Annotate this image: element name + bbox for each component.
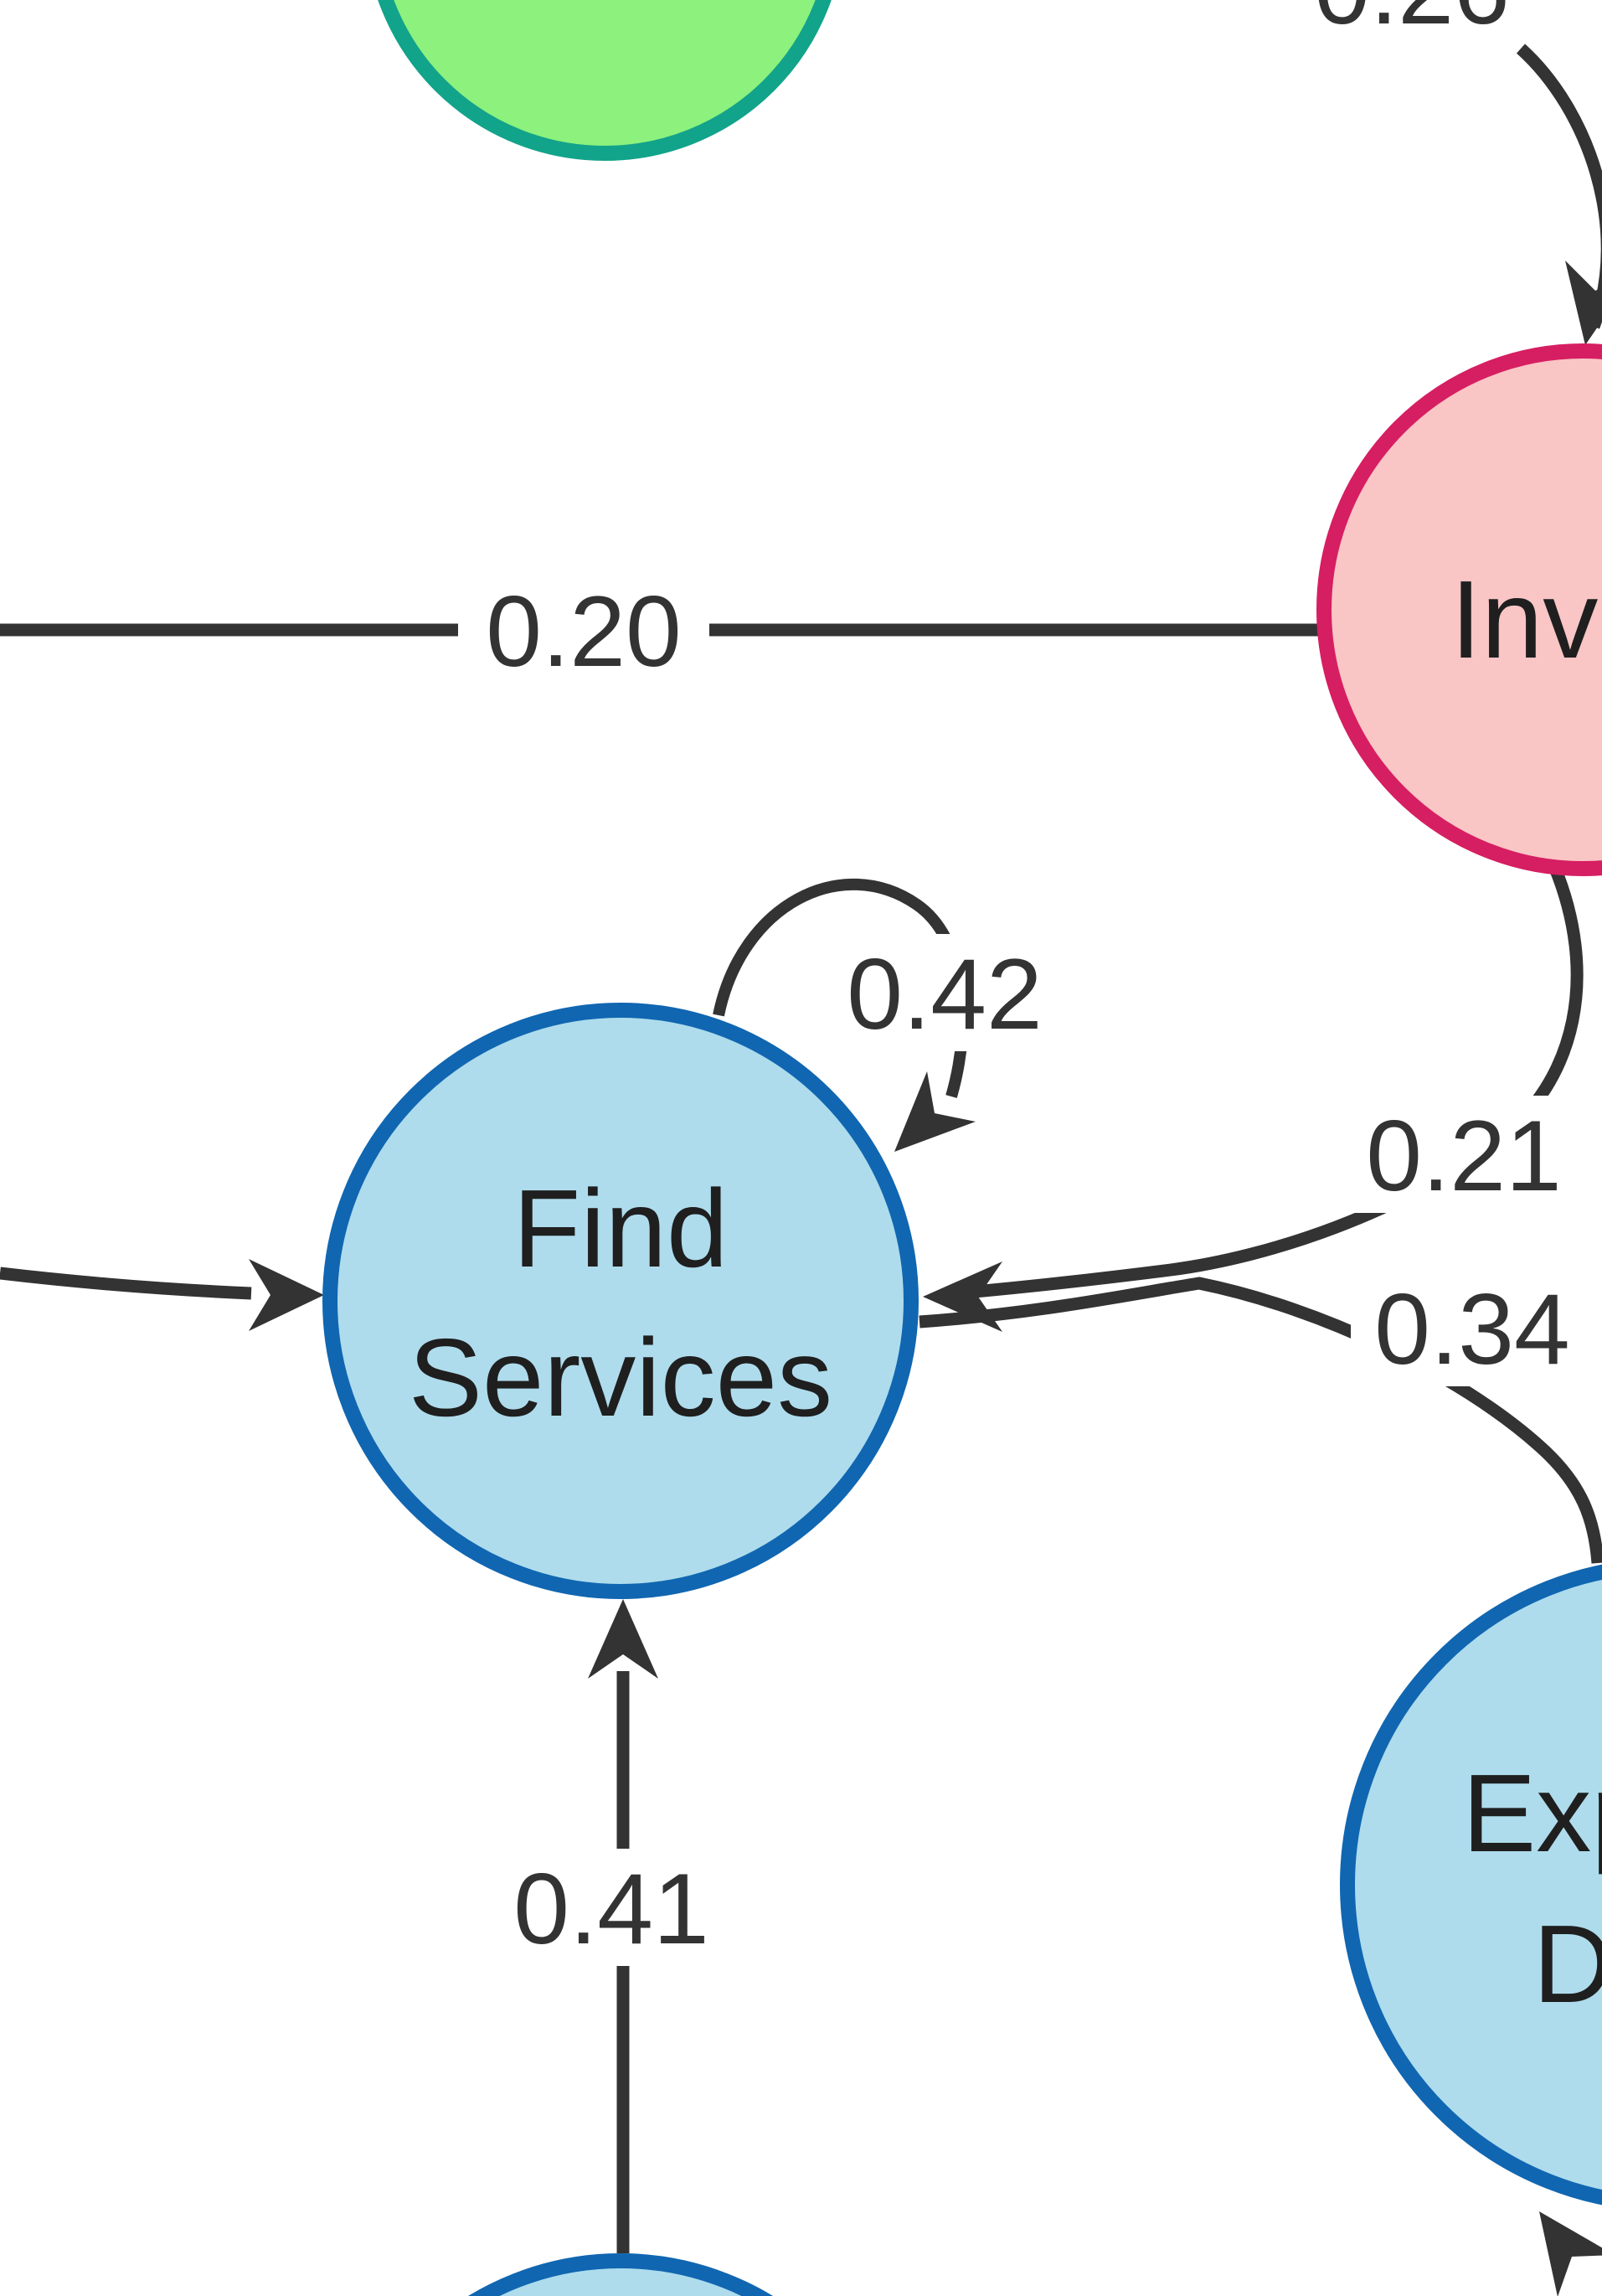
nodes [322, 0, 1602, 2296]
node-explore-data-circle [1340, 1564, 1602, 2206]
label-mask-021 [1342, 1096, 1585, 1213]
edge-label-find-to-explore: 0.34 [1374, 1273, 1570, 1385]
label-mask-041 [490, 1849, 733, 1966]
node-label-find-line2: Services [409, 1316, 832, 1439]
edge-label-left-to-invite: 0.20 [486, 575, 682, 688]
edge-left-into-find [0, 1267, 252, 1300]
label-mask-026 [1303, 0, 1521, 46]
arrowhead-bottom-to-find-icon [588, 1599, 658, 1679]
label-mask-034 [1351, 1269, 1594, 1386]
edge-arrowheads [249, 261, 1602, 2296]
node-label-explore-line2: Data [1533, 1902, 1602, 2025]
arrowhead-self-loop-icon [894, 1071, 976, 1152]
edge-label-find-self-loop: 0.42 [847, 938, 1043, 1050]
edge-top-into-invite [1516, 44, 1602, 329]
node-label-invite: Invite [1450, 558, 1602, 681]
node-bottom-circle [468, 2253, 773, 2296]
edge-label-masks [458, 0, 1594, 1966]
node-invite-circle [1316, 343, 1602, 876]
arrowhead-invite-to-find-icon [923, 1262, 1002, 1332]
node-green-top-circle [378, 0, 832, 161]
edge-label-top-into-invite: 0.26 [1314, 0, 1510, 45]
label-mask-042 [823, 934, 1066, 1051]
edge-invite-to-find [945, 864, 1584, 1301]
node-label-find-line1: Find [513, 1167, 729, 1290]
edge-find-to-explore [919, 1277, 1602, 1564]
label-mask-020 [458, 571, 709, 689]
edge-label-invite-to-find: 0.21 [1366, 1100, 1562, 1212]
arrowhead-left-into-find-icon [249, 1259, 324, 1331]
node-labels: Invite Find Services Explore Data [409, 558, 1602, 2025]
edge-labels: 0.20 0.26 0.42 0.21 0.34 0.41 [486, 0, 1570, 1965]
node-find-services-circle [322, 1003, 919, 1599]
arrowhead-into-invite-icon [1565, 261, 1602, 345]
edge-label-bottom-to-find: 0.41 [513, 1853, 709, 1965]
node-label-explore-line1: Explore [1462, 1752, 1602, 1875]
arrowhead-corner-into-explore-icon [1539, 2211, 1602, 2296]
